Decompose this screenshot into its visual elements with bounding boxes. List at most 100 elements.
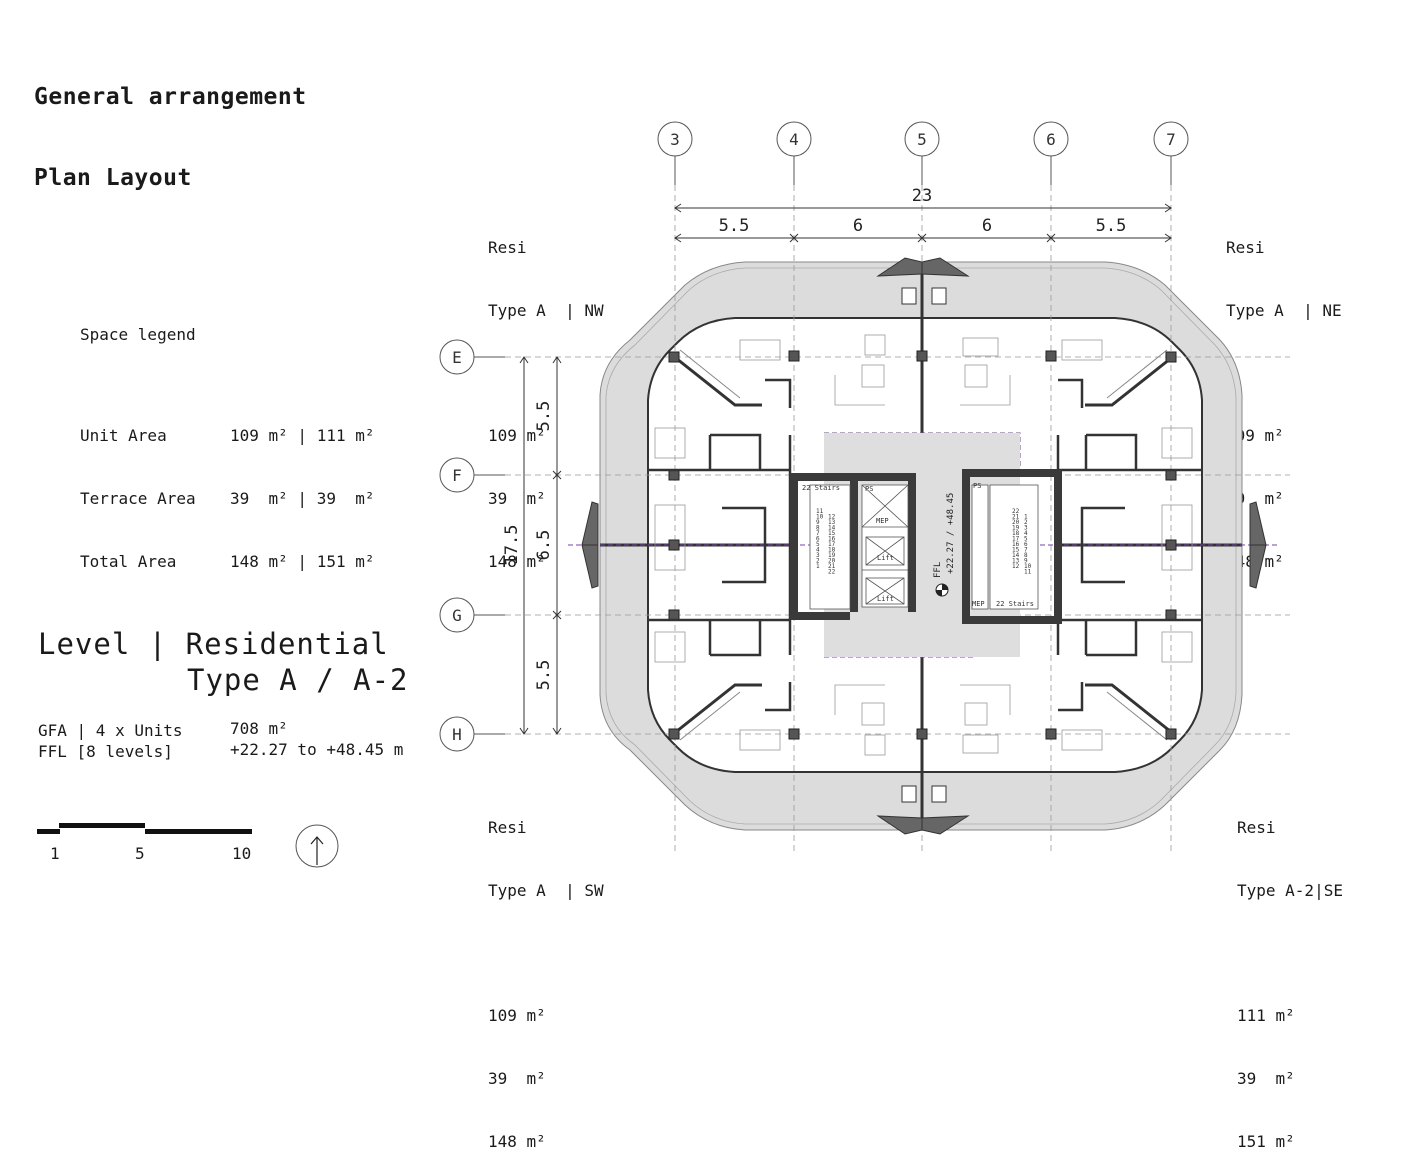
scale-label-1: 1 bbox=[50, 844, 60, 863]
unit-label-nw: Resi Type A | NW 109 m² 39 m² 148 m² bbox=[488, 195, 604, 593]
stair-left bbox=[809, 484, 851, 610]
unit-sw-area: 109 m² bbox=[488, 1006, 546, 1025]
stair-step-number: 12 bbox=[828, 514, 836, 521]
stair-step-number: 13 bbox=[1012, 558, 1020, 565]
legend-value-total: 148 m² | 151 m² bbox=[230, 552, 375, 571]
unit-ne-line1: Resi bbox=[1226, 238, 1265, 257]
dim-span-6-7: 5.5 bbox=[1096, 216, 1127, 236]
stair-step-number: 18 bbox=[1012, 530, 1020, 537]
lift-label-2: Lift bbox=[877, 595, 894, 603]
unit-nw-line1: Resi bbox=[488, 238, 527, 257]
unit-sw-total: 148 m² bbox=[488, 1132, 546, 1151]
stair-step-number: 9 bbox=[1024, 558, 1028, 565]
stair-step-number: 4 bbox=[816, 547, 820, 554]
unit-sw-terrace: 39 m² bbox=[488, 1069, 546, 1088]
stair-step-numbers: 1110987654321121314151617181920212222212… bbox=[816, 508, 1032, 576]
terrace-planters bbox=[901, 287, 947, 803]
stair-step-number: 22 bbox=[828, 569, 836, 576]
stair-step-number: 19 bbox=[828, 552, 836, 559]
stair-step-number: 16 bbox=[828, 536, 836, 543]
facade-fins bbox=[581, 257, 1267, 835]
unit-ne-line2: Type A | NE bbox=[1226, 301, 1342, 320]
stair-step-number: 10 bbox=[1024, 563, 1032, 570]
unit-se-area: 111 m² bbox=[1237, 1006, 1295, 1025]
grid-label-col-5: 5 bbox=[917, 130, 927, 149]
stair-right bbox=[989, 484, 1039, 610]
stair-step-number: 3 bbox=[816, 552, 820, 559]
floor-plan: 3 4 5 6 7 E F G H 23 5.5 6 6 5.5 bbox=[439, 121, 1290, 855]
terrace-edge bbox=[605, 267, 1237, 825]
stair-step-number: 1 bbox=[1024, 514, 1028, 521]
grid-label-row-g: G bbox=[452, 606, 462, 625]
title-line-2: Plan Layout bbox=[34, 165, 192, 191]
mep-label-left: MEP bbox=[876, 517, 889, 525]
gfa-value: 708 m² bbox=[230, 719, 288, 738]
stair-step-number: 10 bbox=[816, 514, 824, 521]
ps-label-left: PS bbox=[865, 485, 873, 493]
unit-se-line1: Resi bbox=[1237, 818, 1276, 837]
north-arrow-icon bbox=[295, 824, 339, 868]
ffl-value: +22.27 to +48.45 m bbox=[230, 740, 404, 759]
stair-step-number: 20 bbox=[1012, 519, 1020, 526]
lift-car-1 bbox=[865, 536, 905, 566]
gfa-label: GFA | 4 x Units bbox=[38, 721, 183, 740]
grid-label-row-e: E bbox=[452, 348, 462, 367]
stair-step-number: 2 bbox=[1024, 519, 1028, 526]
stairs-label-right: 22 Stairs bbox=[996, 600, 1034, 608]
drawing-title: General arrangement Plan Layout bbox=[34, 30, 307, 219]
core-level-range: +22.27 / +48.45 bbox=[946, 493, 956, 574]
scale-label-10: 10 bbox=[232, 844, 252, 863]
stair-step-number: 6 bbox=[816, 536, 820, 543]
grid-label-col-4: 4 bbox=[789, 130, 799, 149]
dim-span-g-h: 5.5 bbox=[534, 660, 554, 691]
stair-step-number: 6 bbox=[1024, 541, 1028, 548]
dim-span-4-5: 6 bbox=[853, 216, 863, 236]
legend-label-unit: Unit Area bbox=[80, 426, 167, 445]
stair-step-number: 11 bbox=[1024, 569, 1032, 576]
lift-car-2 bbox=[865, 577, 905, 605]
ffl-label: FFL [8 levels] bbox=[38, 742, 173, 761]
unit-nw-terrace: 39 m² bbox=[488, 489, 546, 508]
furniture bbox=[654, 334, 1193, 756]
unit-sw-line2: Type A | SW bbox=[488, 881, 604, 900]
level-title-line-1: Level | Residential bbox=[38, 627, 389, 661]
stair-step-number: 1 bbox=[816, 563, 820, 570]
stair-step-number: 5 bbox=[816, 541, 820, 548]
legend-label-total: Total Area bbox=[80, 552, 177, 571]
unit-sw-line1: Resi bbox=[488, 818, 527, 837]
grid-label-col-7: 7 bbox=[1166, 130, 1176, 149]
dim-span-5-6: 6 bbox=[982, 216, 992, 236]
unit-se-line2: Type A-2|SE bbox=[1237, 881, 1343, 900]
stairs-label-left: 22 Stairs bbox=[802, 484, 840, 492]
grid-label-row-f: F bbox=[452, 466, 462, 485]
scale-bar-segment-3 bbox=[145, 829, 252, 834]
structural-columns bbox=[668, 350, 1177, 740]
stair-step-number: 19 bbox=[1012, 525, 1020, 532]
legend-value-unit: 109 m² | 111 m² bbox=[230, 426, 375, 445]
dim-span-e-f: 5.5 bbox=[534, 401, 554, 432]
stair-step-number: 8 bbox=[816, 525, 820, 532]
grid-label-col-3: 3 bbox=[670, 130, 680, 149]
legend-label-terrace: Terrace Area bbox=[80, 489, 196, 508]
ps-label-right: PS bbox=[973, 482, 981, 490]
stair-step-number: 9 bbox=[816, 519, 820, 526]
stair-step-number: 21 bbox=[828, 563, 836, 570]
ffl-marker bbox=[935, 583, 949, 597]
scale-bar-segment-2 bbox=[59, 823, 145, 828]
stair-step-number: 22 bbox=[1012, 508, 1020, 515]
stair-step-number: 14 bbox=[828, 525, 836, 532]
lift-label-1: Lift bbox=[877, 554, 894, 562]
unit-se-total: 151 m² bbox=[1237, 1132, 1295, 1151]
stair-step-number: 15 bbox=[828, 530, 836, 537]
stair-step-number: 16 bbox=[1012, 541, 1020, 548]
stair-step-number: 5 bbox=[1024, 536, 1028, 543]
unit-nw-area: 109 m² bbox=[488, 426, 546, 445]
dim-overall-width: 23 bbox=[912, 186, 932, 206]
space-legend-heading: Space legend bbox=[80, 325, 196, 344]
mep-label-right: MEP bbox=[972, 600, 985, 608]
stair-step-number: 15 bbox=[1012, 547, 1020, 554]
vertical-dimensions bbox=[519, 356, 562, 735]
unit-nw-line2: Type A | NW bbox=[488, 301, 604, 320]
grid-label-row-h: H bbox=[452, 725, 462, 744]
